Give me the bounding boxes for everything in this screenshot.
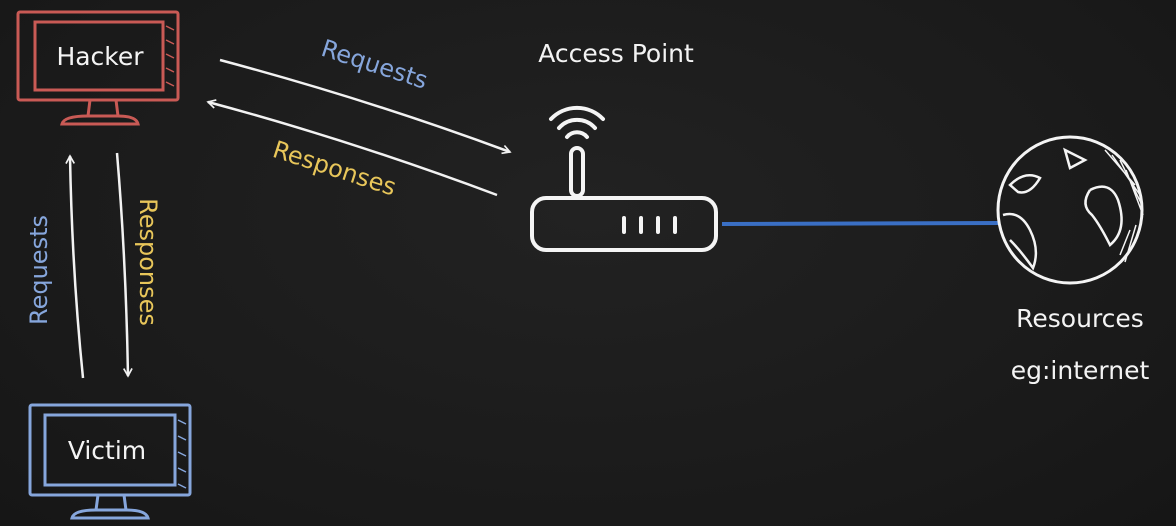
router-icon xyxy=(530,105,718,252)
victim-responses-label: Responses xyxy=(134,198,162,326)
hacker-monitor-icon xyxy=(16,10,180,126)
resources-sublabel: eg:internet xyxy=(1011,356,1150,385)
ap-to-resources-line xyxy=(721,221,1001,226)
victim-label: Victim xyxy=(68,436,146,465)
access-point-label: Access Point xyxy=(538,39,694,68)
victim-requests-label: Requests xyxy=(25,215,53,325)
victim-monitor-icon xyxy=(28,403,192,520)
resources-label: Resources xyxy=(1016,304,1144,333)
hacker-to-ap-arrow xyxy=(219,58,510,152)
victim-to-hacker-arrow xyxy=(70,156,85,379)
hacker-requests-label: Requests xyxy=(318,34,431,95)
hacker-label: Hacker xyxy=(56,42,144,71)
hacker-responses-label: Responses xyxy=(269,135,399,201)
ap-to-hacker-arrow xyxy=(208,102,498,197)
globe-icon xyxy=(996,135,1144,285)
hacker-to-victim-arrow xyxy=(115,152,128,376)
